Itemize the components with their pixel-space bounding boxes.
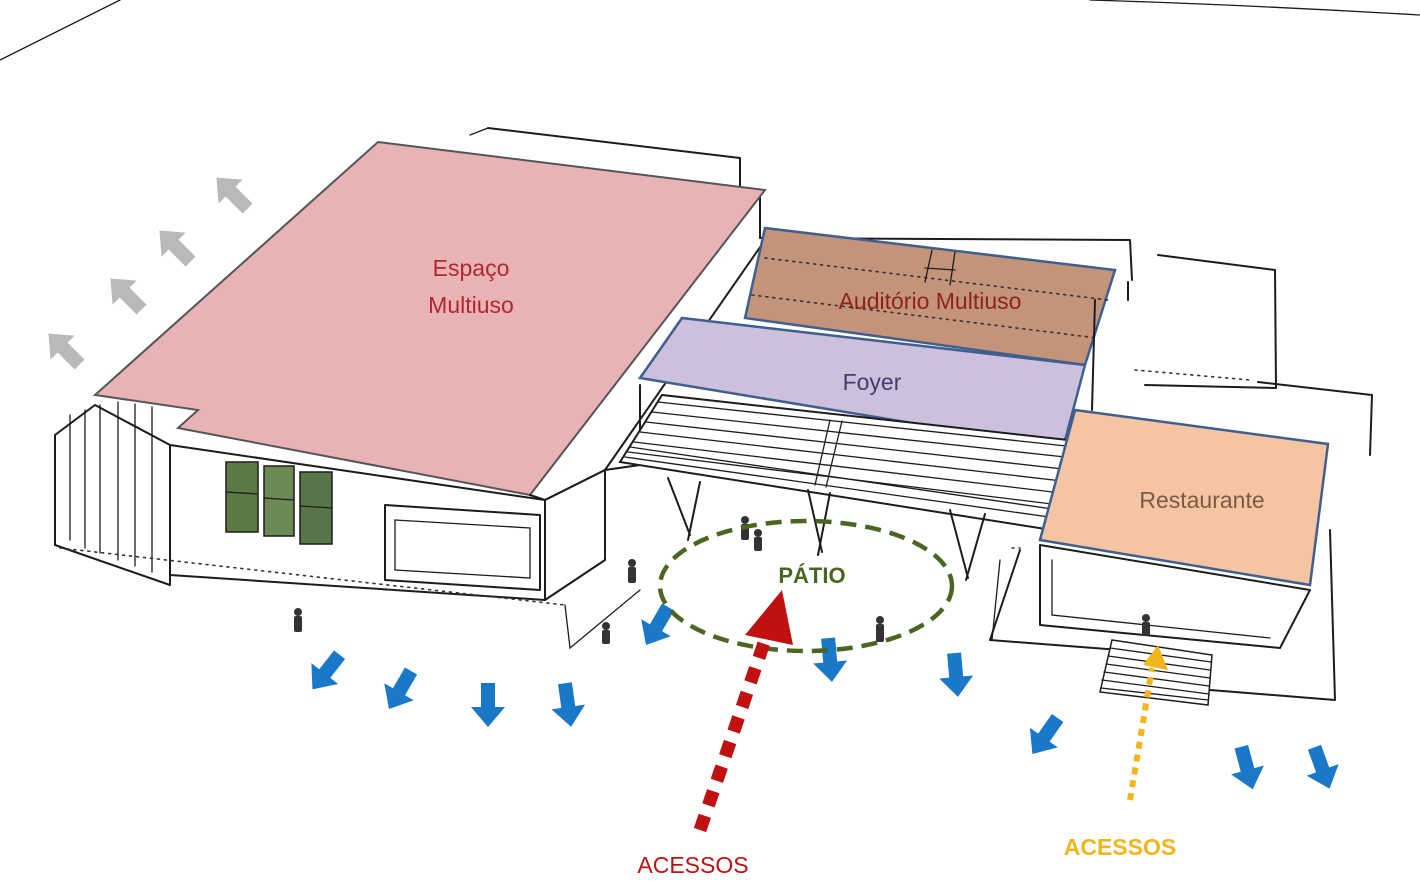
exit-arrow-icon [1231, 744, 1264, 790]
roof-auditorio [743, 226, 1117, 367]
exit-arrow-icon [939, 652, 974, 697]
people-figures [294, 516, 1150, 644]
exit-arrow-icon [311, 650, 346, 690]
window-image-2 [263, 465, 295, 537]
wind-arrow-icon [110, 278, 147, 315]
roof-restaurante [1038, 408, 1330, 587]
label-foyer: Foyer [843, 369, 902, 395]
volume-restaurante [989, 281, 1336, 706]
exit-arrow-icon [471, 683, 505, 727]
site-boundary-left [0, 0, 121, 61]
volume-espaco-multiuso [54, 140, 767, 601]
ground-edge [564, 589, 641, 650]
exit-arrow-icon [384, 667, 418, 710]
label-restaurante: Restaurante [1139, 487, 1264, 513]
exit-arrow-icon [1306, 744, 1339, 789]
exit-arrow-icon [813, 637, 848, 682]
exit-arrows [311, 603, 1339, 790]
patio-boundary [657, 518, 955, 654]
volume-central [604, 226, 1117, 581]
label-espaco-line2: Multiuso [428, 292, 514, 318]
wind-arrows [48, 177, 253, 370]
wind-arrow-icon [48, 333, 85, 370]
window-image-1 [225, 461, 259, 533]
exit-arrow-icon [641, 603, 675, 646]
wind-arrow-icon [159, 230, 196, 267]
exit-arrow-icon [1029, 713, 1064, 755]
label-patio: PÁTIO [778, 563, 845, 588]
secondary-access-arrow [1127, 645, 1168, 801]
exit-arrow-icon [551, 682, 586, 727]
label-acessos-secondary: ACESSOS [1064, 834, 1176, 860]
label-acessos-main: ACESSOS [637, 852, 748, 878]
label-auditorio: Auditório Multiuso [839, 288, 1022, 314]
label-espaco-line1: Espaço [433, 255, 510, 281]
ground-line-left [59, 547, 566, 606]
main-access-arrow [693, 590, 793, 833]
wind-arrow-icon [216, 177, 253, 214]
site-boundary-right [1089, 0, 1420, 16]
